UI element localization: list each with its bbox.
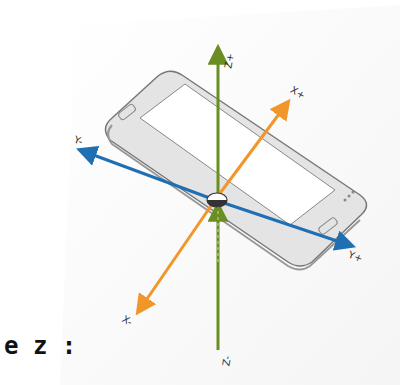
- caption-fragment: e z :: [4, 334, 76, 358]
- axis-label: Z-: [221, 355, 233, 367]
